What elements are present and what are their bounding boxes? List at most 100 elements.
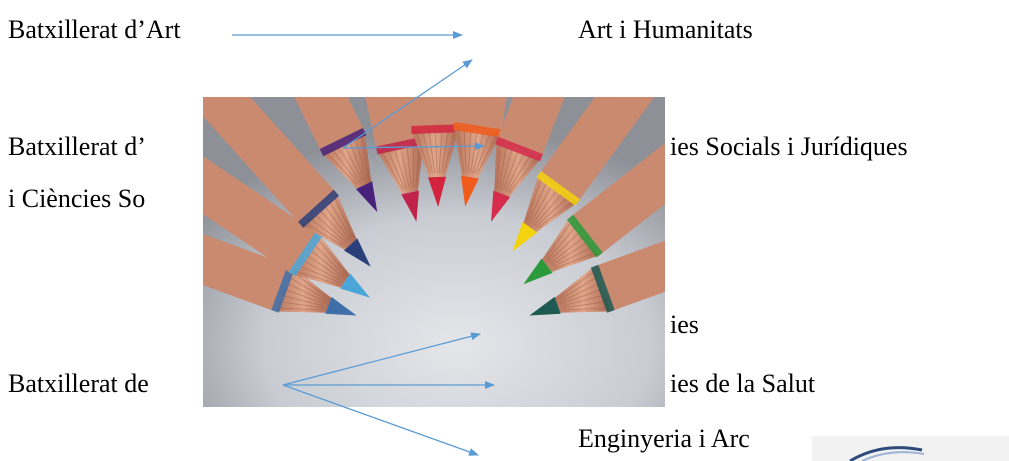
label-ciencies-socials-juridiques: ies Socials i Jurídiques	[670, 132, 908, 161]
pencil-grain	[326, 152, 357, 185]
pencil-color-band	[411, 124, 460, 134]
pencil-grain	[472, 132, 484, 174]
pencil-body	[203, 97, 337, 225]
pencil-grain	[305, 222, 344, 247]
pencil-grain	[314, 244, 345, 276]
pencil-lead-tip	[461, 175, 479, 207]
pencil-grain	[299, 265, 340, 283]
pencil-grain	[562, 295, 604, 307]
label-batxillerat-art: Batxillerat d’Art	[8, 15, 181, 44]
label-art-i-humanitats: Art i Humanitats	[578, 15, 753, 44]
pencil-color-band	[288, 232, 323, 277]
pencil-grain	[393, 148, 408, 190]
pencil-body	[203, 156, 319, 275]
pencil-grain	[381, 151, 404, 191]
pencil-grain	[282, 295, 324, 307]
pencil-color-band	[536, 171, 580, 206]
label-ciencies: ies	[670, 310, 699, 339]
pencil-grain	[296, 271, 339, 285]
pencil-grain	[528, 182, 547, 222]
pencil-grain	[470, 131, 478, 174]
pencil-grain	[561, 289, 602, 305]
pencil-grain	[530, 186, 553, 223]
label-batxillerat-ciencies: Batxillerat de	[8, 369, 149, 398]
pencil-body	[594, 240, 665, 312]
pencil-grain	[306, 254, 343, 280]
pencil-body	[496, 97, 565, 158]
pencil-grain	[535, 197, 568, 227]
pencil-grain	[554, 252, 596, 269]
pencil-grain	[310, 249, 344, 278]
pencil-grain	[406, 146, 412, 189]
pencil-grain	[547, 226, 576, 261]
pencil-body	[538, 97, 655, 203]
pencil-grain	[337, 146, 361, 183]
pencil-grain	[549, 237, 584, 264]
pencil-lead-tip	[529, 296, 561, 316]
pencil-lead-tip	[428, 176, 447, 208]
pencil-grain	[551, 242, 588, 266]
pencil-grain	[331, 149, 359, 184]
pencil-body	[570, 143, 665, 256]
pencil-grain	[502, 150, 519, 191]
pencil-grain	[284, 289, 325, 305]
pencil-grain	[498, 146, 507, 189]
pencil-grain	[552, 247, 592, 268]
pencil-grain	[545, 221, 572, 259]
pencil-grain	[303, 260, 341, 281]
pencil-lead-tip	[523, 258, 553, 285]
pencil-grain	[560, 283, 599, 303]
pencil-lead-tip	[356, 181, 378, 213]
pencil-lead-tip	[343, 238, 371, 267]
pencil-grain	[504, 153, 525, 192]
pencil-grain	[329, 201, 352, 239]
pencil-color-band	[566, 214, 603, 258]
pencil-grain	[563, 307, 608, 311]
pencil-body	[203, 234, 292, 312]
pencil-grain	[496, 143, 501, 188]
pencil-grain	[548, 232, 580, 262]
label-ciencies-salut: ies de la Salut	[670, 369, 816, 398]
pencil-grain	[562, 301, 606, 309]
pencil-grain	[280, 301, 324, 309]
pencil-grain	[537, 201, 574, 229]
pencil-lead-tip	[325, 296, 357, 316]
pencil-grain	[500, 148, 513, 190]
pencil-color-band	[271, 264, 296, 313]
pencil-lead-tip	[340, 273, 371, 298]
pencil-grain	[533, 193, 563, 226]
pencil-grain	[415, 143, 421, 188]
pencil-grain	[314, 214, 347, 244]
pencil-grain	[334, 197, 354, 238]
pencil-grain	[387, 150, 406, 190]
pencil-grain	[532, 189, 558, 225]
pencil-lead-tip	[491, 190, 511, 222]
pencil-grain	[287, 283, 326, 303]
pencil-lead-tip	[401, 190, 419, 222]
label-enginyeria-arquitectura: Enginyeria i Arc	[578, 424, 750, 453]
pencil-grain	[317, 238, 346, 274]
pencil-grain	[559, 276, 597, 301]
pencil-grain	[558, 270, 595, 299]
pencil-grain	[526, 178, 542, 221]
pencil-grain	[319, 209, 349, 242]
pencil-grain	[474, 133, 491, 174]
label-batxillerat-humanitats: Batxillerat d’	[8, 132, 146, 161]
pencil-grain	[309, 218, 345, 245]
label-batxillerat-humanitats-line2: i Ciències So	[8, 184, 146, 213]
pencil-grain	[476, 134, 497, 175]
pencil-grain	[400, 147, 410, 189]
pencil-grain	[509, 157, 537, 193]
pencil-color-band	[495, 136, 543, 162]
colored-pencils-photo	[203, 97, 665, 407]
pencil-color-band	[590, 264, 615, 313]
pencil-grain	[343, 143, 363, 182]
pencil-lead-tip	[512, 221, 538, 252]
pencil-color-band	[298, 189, 340, 228]
pencil-grain	[324, 205, 350, 241]
pencil-grain	[278, 307, 323, 311]
pencil-grain	[506, 155, 531, 192]
pencil-grain	[289, 276, 327, 301]
logo-fragment	[812, 436, 1009, 461]
